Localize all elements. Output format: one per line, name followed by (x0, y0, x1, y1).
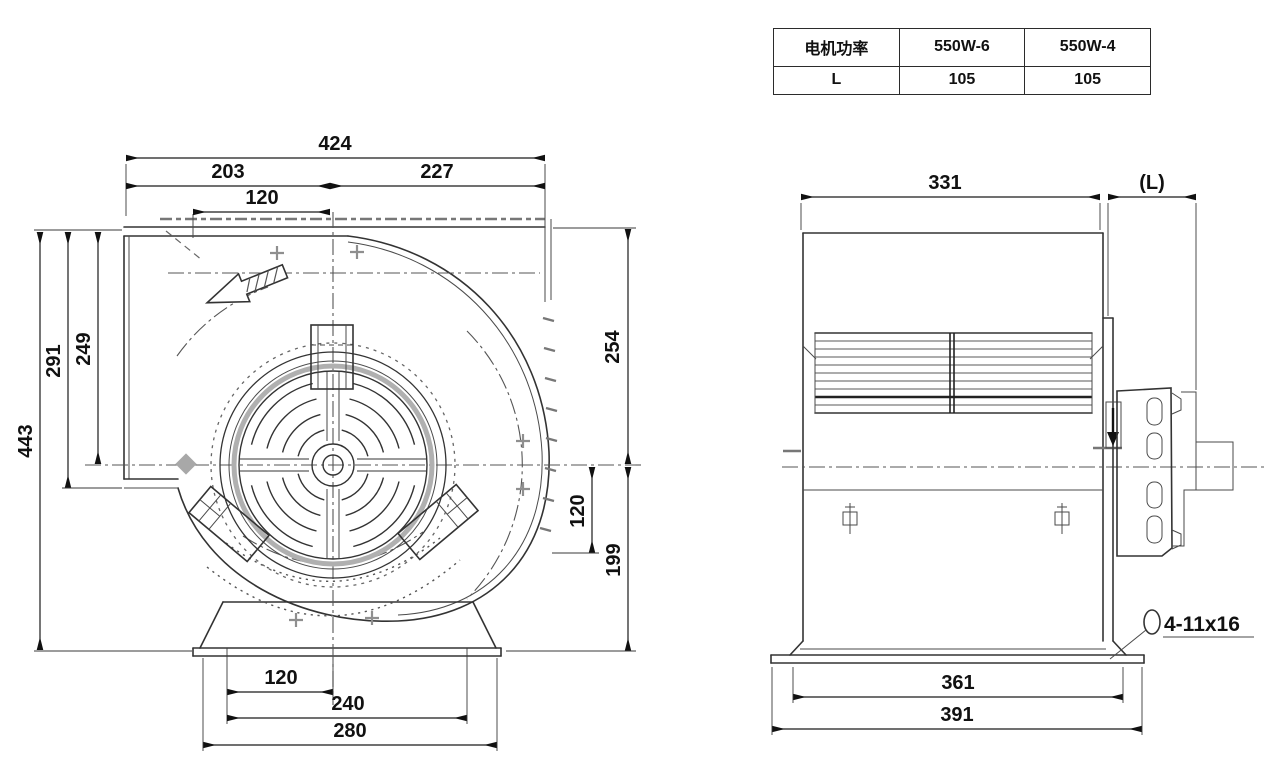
dim-label: 240 (331, 693, 364, 715)
mount-tab-top (310, 324, 354, 390)
dim-199: 199 (506, 467, 636, 652)
dim-424: 424 (125, 133, 545, 216)
impeller-band (802, 332, 1104, 414)
base-pedestal (192, 601, 502, 657)
dim-227: 227 (330, 161, 545, 190)
dim-label: 291 (43, 344, 65, 377)
grille-ribs (240, 372, 426, 558)
mount-tab-lower-left (187, 485, 271, 563)
front-view: 424 203 227 120 443 (15, 133, 644, 751)
motor-shaft-boss (1196, 441, 1234, 491)
dim-label: (L) (1139, 172, 1165, 194)
motor-end (1172, 391, 1197, 547)
dim-label: 120 (567, 494, 589, 527)
mount-tab-lower-right (396, 483, 480, 561)
spec-header-550w6: 550W-6 (898, 28, 1026, 67)
spec-cell-l-550w4: 105 (1024, 65, 1151, 95)
outlet-flange (123, 164, 552, 302)
dim-120-outlet: 120 (193, 187, 330, 216)
dim-label: 254 (602, 329, 624, 363)
dim-443: 443 (15, 229, 192, 652)
direction-indicator-box (1105, 401, 1122, 449)
dim-240: 240 (227, 648, 468, 724)
inlet-grille (240, 372, 426, 558)
spec-cell-l-550w6: 105 (898, 65, 1026, 95)
motor-bracket (1116, 387, 1173, 557)
foot-slot-note: 4-11x16 (1109, 609, 1254, 660)
motor-assembly (1102, 317, 1234, 642)
dim-label: 424 (318, 133, 352, 155)
center-lines (85, 212, 644, 705)
dim-label: 120 (264, 667, 297, 689)
dim-203: 203 (126, 161, 330, 190)
dim-label: 280 (333, 720, 366, 742)
dim-120-base: 120 (226, 648, 334, 724)
diamond-mark (175, 453, 197, 475)
dim-361: 361 (792, 667, 1124, 703)
dim-254: 254 (553, 227, 636, 464)
motor-spec-table: 电机功率 550W-6 550W-4 L 105 105 (773, 28, 1151, 95)
spec-header-550w4: 550W-4 (1024, 28, 1151, 67)
note-label: 4-11x16 (1164, 613, 1240, 636)
side-view: 4-11x16 331 (L) 361 (770, 172, 1268, 735)
screw-symbol-left (842, 503, 858, 534)
rotation-arrow-icon (204, 263, 289, 304)
spec-cell-l: L (773, 65, 900, 95)
dim-291: 291 (43, 232, 122, 489)
dim-391: 391 (771, 667, 1143, 735)
dim-label: 249 (73, 332, 95, 365)
side-body (770, 232, 1145, 664)
dim-label: 331 (928, 172, 961, 194)
dim-label: 361 (941, 672, 974, 694)
inlet-collar (210, 342, 456, 588)
dim-331: 331 (800, 172, 1101, 230)
spec-value-row: L 105 105 (773, 65, 1151, 95)
dim-280: 280 (202, 658, 498, 751)
dim-label: 199 (603, 543, 625, 576)
dim-label: 227 (420, 161, 453, 183)
dim-label: 391 (940, 704, 973, 726)
dim-249: 249 (73, 232, 102, 464)
slot-hole-icon (1143, 609, 1161, 635)
spec-header-row: 电机功率 550W-6 550W-4 (773, 28, 1151, 67)
down-arrow-icon (1107, 408, 1119, 446)
dim-label: 120 (245, 187, 278, 209)
screw-symbol-right (1054, 503, 1070, 534)
dim-L: (L) (1107, 172, 1197, 390)
seam-hatching (539, 316, 558, 533)
dim-label: 203 (211, 161, 244, 183)
dim-120-right: 120 (552, 467, 599, 554)
dim-label: 443 (15, 424, 37, 457)
plus-marks (270, 245, 530, 627)
scroll-housing (123, 235, 558, 622)
spec-header-motor-power: 电机功率 (773, 28, 900, 67)
